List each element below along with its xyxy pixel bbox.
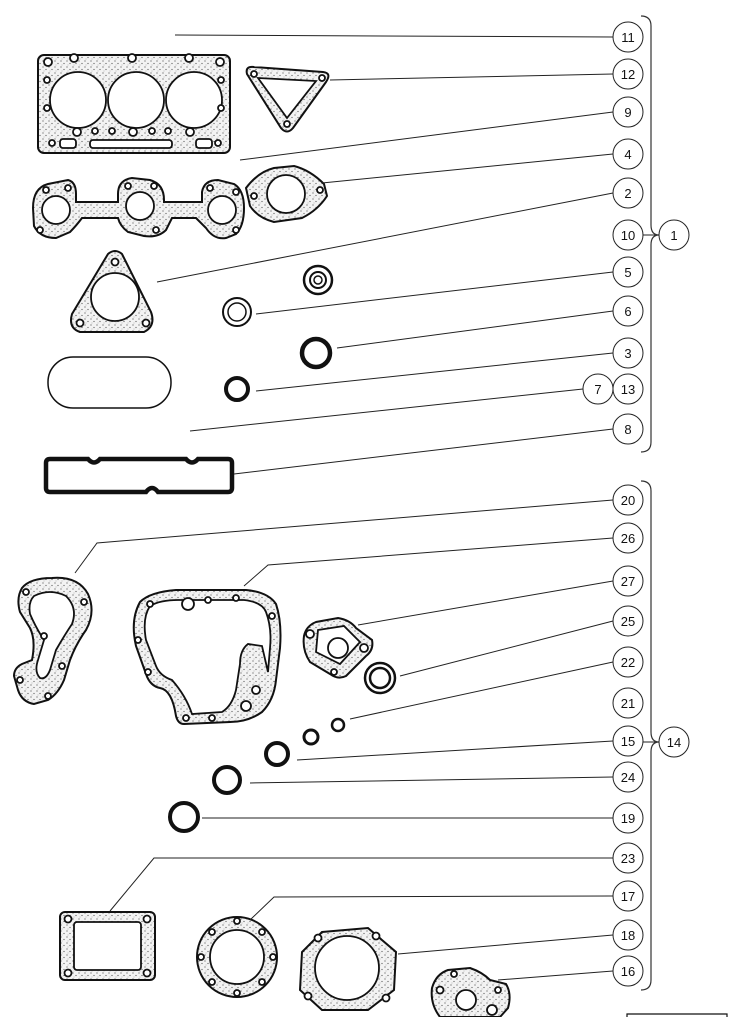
callout-16: 16 (612, 955, 644, 987)
octagonal-flange-gasket (298, 926, 398, 1011)
callout-26: 26 (612, 522, 644, 554)
svg-text:11: 11 (621, 30, 635, 45)
callout-7: 7 (582, 373, 614, 405)
callout-6: 6 (612, 295, 644, 327)
callout-8: 8 (612, 413, 644, 445)
oval-flange-gasket (244, 164, 329, 224)
svg-text:2: 2 (624, 186, 631, 201)
callout-18: 18 (612, 919, 644, 951)
callout-24: 24 (612, 761, 644, 793)
valve-stem-seal (222, 297, 252, 327)
callout-3: 3 (612, 337, 644, 369)
svg-text:24: 24 (621, 770, 635, 785)
svg-text:16: 16 (621, 964, 635, 979)
group-label-14: 14 (658, 726, 690, 758)
callout-17: 17 (612, 880, 644, 912)
callout-13: 13 (612, 373, 644, 405)
o-ring-3 (224, 376, 250, 402)
callouts-upper: 11 12 9 4 2 10 5 6 3 7 13 8 (582, 21, 644, 445)
callout-15: 15 (612, 725, 644, 757)
o-ring-6 (299, 336, 333, 370)
rectangular-cover-gasket (59, 911, 156, 981)
callout-20: 20 (612, 484, 644, 516)
svg-text:6: 6 (624, 304, 631, 319)
frame-corner (626, 1013, 728, 1017)
svg-text:10: 10 (621, 228, 635, 243)
exhaust-manifold-gasket (31, 176, 246, 240)
oval-gasket (47, 356, 172, 409)
callout-4: 4 (612, 138, 644, 170)
callout-25: 25 (612, 605, 644, 637)
callout-23: 23 (612, 842, 644, 874)
round-flange-gasket (196, 916, 278, 998)
svg-text:14: 14 (667, 735, 681, 750)
o-ring-24 (212, 765, 242, 795)
o-ring-19 (168, 801, 200, 833)
svg-text:17: 17 (621, 889, 635, 904)
callout-10: 10 (612, 219, 644, 251)
callout-2: 2 (612, 177, 644, 209)
svg-text:20: 20 (621, 493, 635, 508)
seal-ring (302, 264, 334, 296)
callout-27: 27 (612, 565, 644, 597)
svg-text:9: 9 (624, 105, 631, 120)
rocker-cover-gasket (43, 456, 235, 495)
cylinder-head-gasket (37, 53, 231, 154)
svg-text:8: 8 (624, 422, 631, 437)
o-ring-15 (264, 741, 290, 767)
o-ring-22 (330, 717, 346, 733)
callout-21: 21 (612, 687, 644, 719)
thermostat-cover-gasket (70, 250, 154, 333)
svg-text:26: 26 (621, 531, 635, 546)
group-label-1: 1 (658, 219, 690, 251)
callout-12: 12 (612, 58, 644, 90)
svg-text:12: 12 (621, 67, 635, 82)
diamond-flange-gasket (302, 616, 374, 679)
svg-text:19: 19 (621, 811, 635, 826)
svg-text:25: 25 (621, 614, 635, 629)
callout-11: 11 (612, 21, 644, 53)
lower-group-brace (640, 480, 660, 991)
gear-case-gasket (132, 589, 282, 726)
svg-text:7: 7 (594, 382, 601, 397)
callout-9: 9 (612, 96, 644, 128)
svg-text:5: 5 (624, 265, 631, 280)
triangular-flange-gasket (245, 65, 330, 133)
upper-group-brace (640, 15, 660, 453)
svg-text:15: 15 (621, 734, 635, 749)
callout-19: 19 (612, 802, 644, 834)
water-pump-gasket (12, 576, 93, 706)
leader-lines (74, 34, 656, 981)
odd-shaped-gasket (430, 966, 511, 1017)
svg-text:23: 23 (621, 851, 635, 866)
callout-5: 5 (612, 256, 644, 288)
svg-text:4: 4 (624, 147, 631, 162)
svg-text:3: 3 (624, 346, 631, 361)
svg-text:21: 21 (621, 696, 635, 711)
svg-text:1: 1 (670, 228, 677, 243)
svg-text:27: 27 (621, 574, 635, 589)
callouts-lower: 20 26 27 25 22 21 15 24 19 23 17 18 16 (612, 484, 644, 987)
oil-seal (363, 661, 397, 695)
o-ring-small (302, 728, 320, 746)
svg-text:22: 22 (621, 655, 635, 670)
callout-22: 22 (612, 646, 644, 678)
svg-text:13: 13 (621, 382, 635, 397)
svg-text:18: 18 (621, 928, 635, 943)
